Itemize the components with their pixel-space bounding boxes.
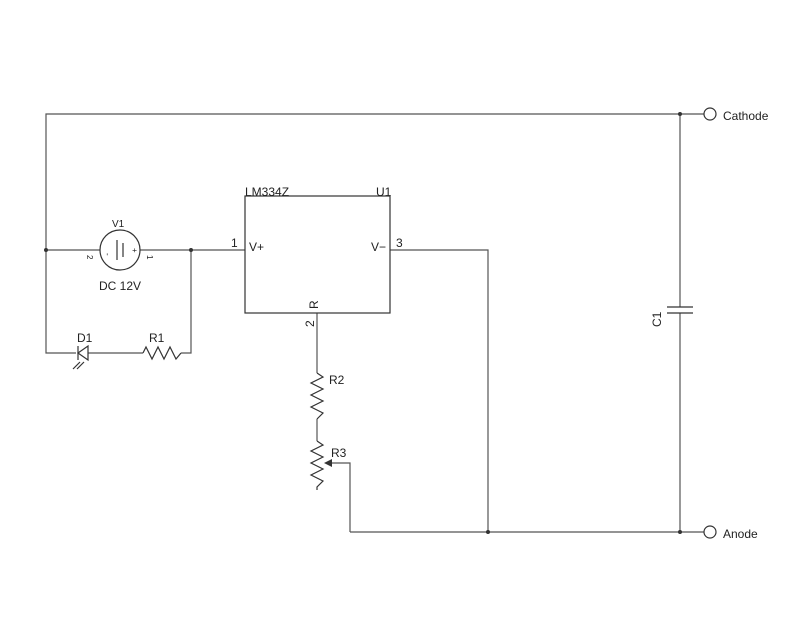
r1-zigzag[interactable] [142, 345, 182, 361]
dc-source-v1[interactable]: - + V1 DC 12V 2 1 [85, 219, 154, 293]
c1-ref-label: C1 [650, 311, 664, 327]
terminal-cathode-label: Cathode [723, 109, 769, 123]
d1-light-arrow [76, 361, 85, 370]
resistor-r1[interactable]: R1 [142, 331, 182, 361]
r2-ref-label: R2 [329, 373, 345, 387]
ic-u1-pin-vplus-number: 1 [231, 236, 238, 250]
v1-value-label: DC 12V [99, 279, 141, 293]
v1-pin-left-number: 2 [85, 255, 94, 260]
d1-triangle[interactable] [76, 344, 89, 362]
junction-dot [189, 248, 193, 252]
junction-dot [486, 530, 490, 534]
r2-zigzag[interactable] [309, 372, 325, 420]
resistor-r2[interactable]: R2 [309, 372, 345, 420]
junctions [44, 112, 682, 534]
v1-pin-right-number: 1 [145, 255, 154, 260]
v1-ref-label: V1 [112, 219, 125, 230]
d1-light-arrow [72, 361, 81, 370]
terminal-anode-circle[interactable] [703, 525, 717, 539]
wire-left-to-d1 [45, 250, 76, 354]
r3-zigzag[interactable] [309, 440, 325, 490]
v1-minus-sign: - [103, 253, 112, 256]
ic-u1-pin-vplus-label: V+ [249, 240, 264, 254]
led-d1[interactable]: D1 [72, 331, 93, 370]
ic-u1[interactable]: LM334Z U1 V+ V− 1 3 R 2 [231, 185, 403, 327]
ic-u1-pin-vminus-label: V− [371, 240, 386, 254]
v1-body-circle[interactable] [99, 229, 141, 271]
r3-ref-label: R3 [331, 446, 347, 460]
ic-u1-pin-r-number: 2 [303, 320, 317, 327]
capacitor-c1[interactable]: C1 [650, 306, 693, 327]
junction-dot [678, 530, 682, 534]
junction-dot [678, 112, 682, 116]
ic-u1-body[interactable] [244, 195, 391, 314]
terminal-anode-label: Anode [723, 527, 758, 541]
ic-u1-pin-r-label: R [307, 300, 321, 309]
terminal-cathode[interactable]: Cathode [703, 107, 769, 123]
ic-u1-ref-label: U1 [376, 185, 392, 199]
terminal-anode[interactable]: Anode [703, 525, 758, 541]
r1-ref-label: R1 [149, 331, 165, 345]
potentiometer-r3[interactable]: R3 [309, 440, 347, 490]
wire-top-rail [45, 113, 704, 250]
ic-u1-pin-vminus-number: 3 [396, 236, 403, 250]
wire-r1-to-node [181, 250, 192, 354]
d1-ref-label: D1 [77, 331, 93, 345]
v1-plus-sign: + [130, 248, 139, 253]
terminal-cathode-circle[interactable] [703, 107, 717, 121]
wire-r3-wiper [326, 462, 351, 532]
junction-dot [44, 248, 48, 252]
wires [45, 113, 704, 533]
r3-wiper-arrow [324, 459, 332, 467]
wire-vminus-to-anode [390, 249, 489, 532]
ic-u1-part-label: LM334Z [245, 185, 289, 199]
